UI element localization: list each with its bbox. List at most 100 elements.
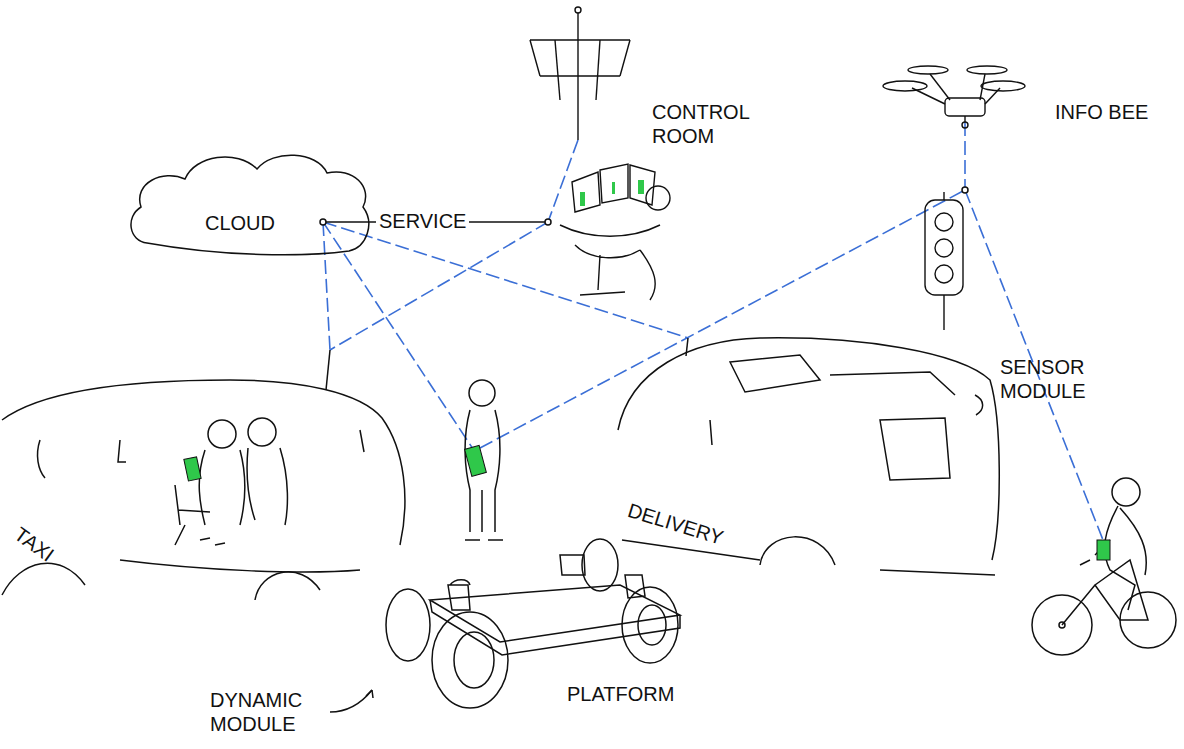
platform-chassis (386, 539, 680, 708)
taxi-vehicle-part (2, 563, 85, 595)
taxi-vehicle-part (175, 485, 225, 545)
traffic-light-part (935, 265, 953, 283)
info-bee-drone (883, 66, 1025, 128)
node-label: CLOUD (205, 211, 275, 235)
network-link-part (964, 122, 966, 190)
info-bee-drone-part (945, 98, 985, 116)
info-bee-drone-part (930, 74, 950, 100)
service-line-part (545, 219, 551, 225)
leader-arrow-part (366, 690, 373, 698)
control-tower-part (620, 40, 630, 76)
taxi-vehicle-part (248, 418, 276, 446)
platform-chassis-part (432, 612, 508, 708)
control-tower-part (530, 40, 540, 76)
cyclist (1032, 478, 1176, 655)
taxi-vehicle-part (199, 448, 287, 525)
person-with-phone-part (465, 445, 487, 476)
cloud-shape: CLOUD (125, 145, 375, 260)
taxi-vehicle-part (118, 440, 126, 462)
control-tower-part (540, 75, 620, 76)
person-with-phone (465, 380, 503, 540)
control-tower-part (530, 39, 630, 40)
person-with-phone-part (465, 490, 503, 540)
cyclist-part (1097, 540, 1110, 560)
sensor-module-label: SENSOR MODULE (1000, 355, 1135, 403)
taxi-vehicle-part (120, 560, 360, 572)
cloud-outline (125, 145, 375, 260)
control-tower-part (555, 40, 560, 100)
info-bee-drone-part (967, 66, 1007, 74)
delivery-vehicle-part (760, 537, 835, 565)
delivery-vehicle-part (830, 372, 955, 395)
cyclist-part (1112, 478, 1140, 506)
control-room-desk-part (572, 172, 600, 212)
control-room-desk-part (575, 245, 655, 300)
info-bee-label: INFO BEE (1055, 100, 1148, 124)
control-room-desk-part (638, 180, 644, 194)
platform-chassis-part (454, 632, 494, 688)
platform-chassis-part (560, 555, 585, 575)
delivery-vehicle-part (730, 355, 820, 392)
info-bee-drone-part (883, 81, 927, 91)
info-bee-drone-part (962, 122, 968, 128)
control-tower-part (596, 40, 600, 100)
delivery-vehicle-part (880, 418, 950, 480)
cloud-outline-path (131, 155, 369, 255)
taxi-vehicle-part (208, 420, 236, 448)
taxi-vehicle-part (255, 572, 320, 600)
control-room-desk-part (646, 186, 670, 210)
control-room-label: CONTROL ROOM (652, 100, 792, 148)
network-link-part (480, 190, 965, 448)
info-bee-drone-part (908, 66, 948, 74)
delivery-vehicle-part (686, 338, 688, 356)
service-label: SERVICE (376, 209, 469, 233)
cyclist-part (1062, 560, 1148, 625)
traffic-light (925, 192, 963, 330)
taxi-vehicle-part (184, 457, 201, 481)
leader-arrow-part (330, 690, 372, 712)
control-tower (530, 7, 630, 140)
taxi-vehicle (2, 350, 405, 600)
control-room-desk (560, 164, 670, 300)
platform-chassis-part (582, 539, 618, 591)
delivery-vehicle-part (710, 395, 983, 445)
traffic-light-part (943, 295, 944, 330)
delivery-vehicle-part (618, 338, 999, 560)
traffic-light-part (925, 200, 963, 295)
control-room-desk-part (580, 192, 585, 206)
network-link (323, 122, 1105, 545)
platform-chassis-part (448, 580, 470, 610)
platform-chassis-part (386, 589, 430, 661)
service-line-part (320, 219, 326, 225)
platform-chassis-part (625, 575, 645, 598)
platform-label: PLATFORM (567, 682, 674, 706)
info-bee-drone-part (964, 116, 965, 122)
taxi-vehicle-part (326, 350, 330, 390)
taxi-vehicle-part (360, 430, 364, 452)
traffic-light-part (935, 213, 953, 231)
control-room-desk-part (630, 165, 655, 205)
delivery-vehicle-part (622, 540, 995, 575)
control-room-desk-part (560, 225, 660, 236)
taxi-vehicle-part (2, 380, 405, 545)
control-room-desk-part (600, 164, 628, 203)
person-with-phone-part (469, 380, 495, 406)
service-line-part (962, 187, 968, 193)
dynamic-module-label: DYNAMIC MODULE (210, 688, 322, 736)
leader-arrow (330, 690, 373, 712)
network-link-part (323, 222, 688, 338)
cyclist-part (1105, 506, 1147, 610)
control-tower-part (575, 7, 581, 13)
network-link-part (323, 222, 330, 350)
traffic-light-part (943, 192, 944, 200)
control-room-desk-part (612, 182, 615, 194)
platform-chassis-part (638, 605, 666, 645)
info-bee-drone-part (981, 81, 1025, 91)
platform-chassis-part (430, 600, 680, 655)
taxi-vehicle-part (38, 440, 45, 478)
taxi-label: TAXI (10, 522, 59, 567)
network-link-part (323, 222, 475, 452)
traffic-light-part (935, 239, 953, 257)
delivery-vehicle (618, 338, 999, 575)
